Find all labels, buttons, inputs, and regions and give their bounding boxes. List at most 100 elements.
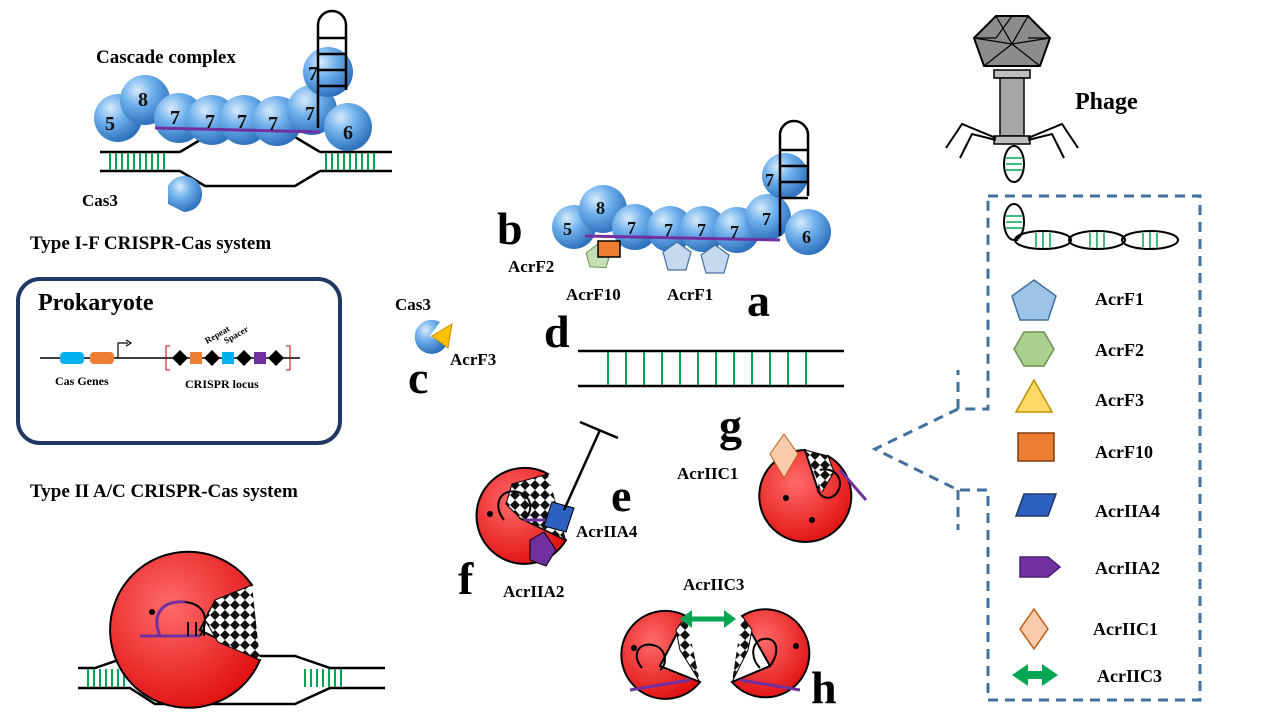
legend-box: AcrF1 AcrF2 AcrF3 AcrF10 AcrIIA4 AcrIIA2… [871, 194, 1202, 702]
legend-acrf10-label: AcrF10 [1095, 442, 1153, 462]
crispr-locus-label: CRISPR locus [185, 377, 259, 391]
acrf1-pentagon [700, 244, 730, 274]
subunit-label: 7 [305, 103, 315, 125]
legend-acriic1-label: AcrIIC1 [1093, 619, 1158, 639]
subunit-label: 8 [138, 89, 148, 111]
type2-dna-bottom [78, 686, 385, 706]
center-subunit-label: 8 [596, 198, 605, 218]
acrf3-label: AcrF3 [450, 350, 496, 369]
prokaryote-box: Prokaryote Cas Genes Repeat Spacer CRISP… [16, 277, 342, 445]
legend-acriic3-double-arrow-icon [1012, 664, 1058, 686]
cas-gene-1 [60, 352, 84, 364]
center-cascade: 5 8 7 7 7 7 7 7 6 AcrF2 AcrF10 AcrF1 [508, 119, 831, 304]
type-if-label: Type I-F CRISPR-Cas system [30, 233, 271, 254]
letter-d: d [544, 306, 570, 357]
letter-h: h [811, 662, 837, 713]
acriic1-label: AcrIIC1 [677, 464, 738, 483]
crispr-array [172, 350, 284, 366]
cas-subunit-6 [324, 103, 372, 151]
acriic1-diamond [769, 433, 799, 479]
panel-letters: a b c d e f g h [408, 203, 837, 713]
promoter-arrow [117, 342, 128, 358]
subunit-label: 7 [170, 107, 180, 129]
center-subunit-label: 6 [802, 227, 811, 247]
prokaryote-title: Prokaryote [38, 290, 154, 316]
center-subunit-label: 7 [730, 222, 739, 242]
acriia2-label: AcrIIA2 [503, 582, 564, 601]
cascade-subunits: 5 8 7 7 7 7 7 7 6 [94, 9, 372, 151]
cas-subunit-7f [303, 47, 353, 97]
cas9-large [109, 550, 262, 709]
legend-acriia2-arrow-icon [1019, 556, 1062, 578]
center-target-dna [578, 349, 844, 388]
cas3-shape [168, 176, 203, 213]
subunit-label: 6 [343, 122, 353, 144]
center-hairpin [778, 119, 810, 236]
legend-acrf1-label: AcrF1 [1095, 289, 1144, 309]
phage-dna [1003, 145, 1179, 250]
hairpin-rungs [318, 36, 346, 88]
legend-acriic1-diamond-icon [1019, 607, 1049, 651]
acriia2-shape [529, 531, 557, 567]
legend-acriia4-label: AcrIIA4 [1095, 501, 1160, 521]
legend-acrf3-label: AcrF3 [1095, 390, 1144, 410]
locus-bracket-left [165, 345, 170, 371]
locus-bracket-right [286, 345, 291, 371]
cas-genes-label: Cas Genes [55, 374, 109, 388]
legend-acrf3-triangle-icon [1014, 378, 1054, 413]
crrna-strand [154, 126, 321, 134]
legend-acriic3-label: AcrIIC3 [1097, 666, 1162, 686]
letter-g: g [719, 400, 742, 451]
type-ii-label: Type II A/C CRISPR-Cas system [30, 481, 298, 502]
inhibition-bar-cap [579, 420, 619, 440]
cas9-h-group: AcrIIC3 [620, 575, 811, 700]
cascade-dna-rungs [109, 153, 375, 170]
cas3-center-label: Cas3 [395, 295, 431, 314]
acriic3-label: AcrIIC3 [683, 575, 744, 594]
letter-c: c [408, 352, 428, 403]
phage-tail [999, 77, 1025, 137]
cas3-label: Cas3 [82, 191, 118, 210]
center-subunit-label: 7 [762, 209, 771, 229]
subunit-label: 7 [308, 63, 318, 85]
legend-acrf2-label: AcrF2 [1095, 340, 1144, 360]
acrf2-label: AcrF2 [508, 257, 554, 276]
legend-acriia4-parallelogram-icon [1014, 493, 1058, 517]
legend-acrf1-pentagon-icon [1011, 279, 1057, 321]
legend-acrf10-square-icon [1017, 432, 1055, 462]
center-subunit-label: 7 [697, 220, 706, 240]
acriia4-label: AcrIIA4 [576, 522, 638, 541]
acrf10-label: AcrF10 [566, 285, 621, 304]
type2-panel: Type II A/C CRISPR-Cas system [30, 481, 385, 709]
crrna-hairpin [316, 9, 348, 128]
inhibition-bar-stem [562, 429, 602, 511]
cas-gene-2 [90, 352, 114, 364]
legend-frame [871, 194, 1202, 702]
phage-illustration: Phage [945, 15, 1179, 250]
letter-b: b [497, 203, 523, 254]
type2-dna-rungs [87, 669, 342, 687]
acrf1-pentagon [662, 241, 692, 271]
legend-acrf2-hexagon-icon [1013, 331, 1055, 367]
center-subunit-label: 7 [627, 218, 636, 238]
cas9-guide-rna [140, 600, 200, 638]
legend-acriia2-label: AcrIIA2 [1095, 558, 1160, 578]
phage-legs [945, 122, 1079, 159]
phage-label: Phage [1075, 89, 1138, 115]
phage-head [972, 15, 1052, 67]
letter-e: e [611, 470, 631, 521]
acrf1-label: AcrF1 [667, 285, 713, 304]
subunit-label: 7 [268, 113, 278, 135]
acrf10-square [597, 240, 621, 258]
cascade-complex-topleft: Cascade complex [30, 9, 392, 254]
cas9-f-group: AcrIIA4 AcrIIA2 [475, 420, 638, 601]
cas3-acrf3-group: Cas3 AcrF3 [395, 295, 496, 369]
center-subunit-label: 7 [765, 170, 774, 190]
subunit-label: 5 [105, 113, 115, 135]
letter-a: a [747, 275, 770, 326]
letter-f: f [458, 553, 474, 604]
subunit-label: 7 [205, 111, 215, 133]
subunit-label: 7 [237, 111, 247, 133]
